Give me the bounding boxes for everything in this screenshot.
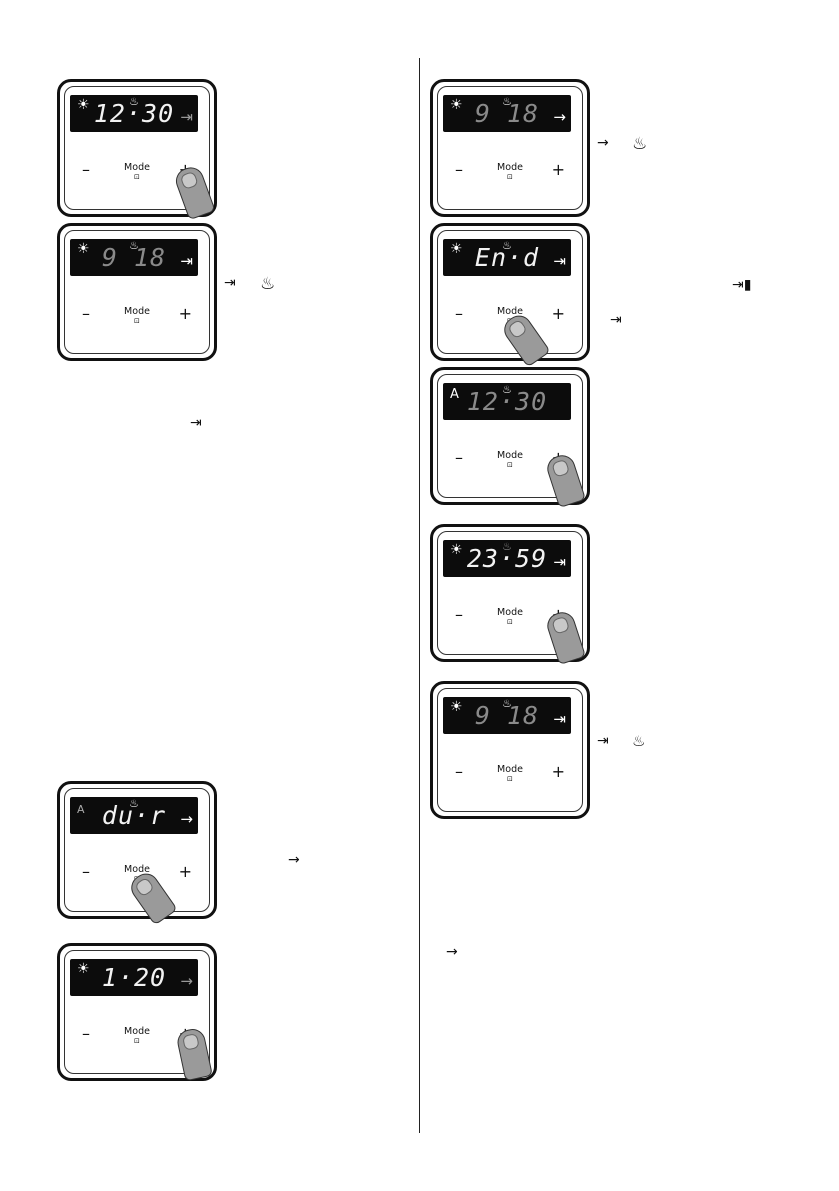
plus-button[interactable]: + [551, 304, 565, 323]
minus-button[interactable]: – [455, 762, 463, 781]
end-arrow-icon: ⇥ [180, 108, 193, 126]
heat-icon: ♨ [129, 239, 139, 252]
end-arrow-icon: ⇥ [610, 312, 622, 328]
duration-arrow-icon: → [180, 810, 193, 828]
end-arrow-icon: ⇥ [224, 275, 236, 291]
plus-button[interactable]: + [178, 862, 192, 881]
plus-button[interactable]: + [551, 160, 565, 179]
end-arrow-icon: ⇥ [553, 710, 566, 728]
heat-icon: ♨ [502, 239, 512, 252]
mode-button[interactable]: Mode⊡ [497, 450, 523, 469]
minus-button[interactable]: – [455, 605, 463, 624]
display-digits: 23·59 [466, 544, 548, 573]
heat-icon: ♨ [632, 134, 648, 154]
indicator-left: ☀ [77, 97, 90, 113]
minus-button[interactable]: – [455, 160, 463, 179]
indicator-left: ☀ [450, 542, 463, 558]
display-digits: 1·20 [101, 963, 167, 992]
display-digits: En·d [474, 243, 540, 272]
display-digits: 12·30 [93, 99, 175, 128]
lcd-display: ☀ ♨ 12·30 ⇥ [70, 95, 198, 132]
control-panel-5: ☀ ♨ 9 18 → – Mode⊡ + [430, 79, 590, 217]
minus-button[interactable]: – [455, 448, 463, 467]
minus-button[interactable]: – [455, 304, 463, 323]
lcd-display: A ♨ 12·30 [443, 383, 571, 420]
display-digits: 12·30 [466, 387, 548, 416]
heat-icon: ♨ [502, 697, 512, 710]
lcd-display: ☀ ♨ 9 18 ⇥ [443, 697, 571, 734]
mode-button[interactable]: Mode⊡ [124, 306, 150, 325]
heat-icon: ♨ [632, 732, 646, 750]
plus-button[interactable]: + [178, 304, 192, 323]
indicator-left: ☀ [450, 699, 463, 715]
control-panel-4: ☀ 1·20 → – Mode⊡ + [57, 943, 217, 1082]
mode-button[interactable]: Mode⊡ [497, 162, 523, 181]
heat-icon: ♨ [502, 540, 512, 553]
minus-button[interactable]: – [82, 862, 90, 881]
duration-arrow-icon: → [180, 972, 193, 990]
display-digits: 9 18 [101, 243, 167, 272]
control-panel-7: A ♨ 12·30 – Mode⊡ + [430, 367, 590, 509]
minus-button[interactable]: – [82, 160, 90, 179]
duration-arrow-icon: → [597, 135, 609, 151]
duration-arrow-icon: → [288, 852, 300, 868]
mode-button[interactable]: Mode⊡ [124, 1026, 150, 1045]
lcd-display: ☀ ♨ En·d ⇥ [443, 239, 571, 276]
mode-button[interactable]: Mode⊡ [497, 764, 523, 783]
duration-arrow-icon: → [446, 944, 458, 960]
end-arrow-icon: ⇥ [597, 733, 609, 749]
indicator-left: ☀ [450, 97, 463, 113]
control-panel-3: A ♨ du·r → – Mode⊡ + [57, 781, 217, 926]
heat-icon: ♨ [502, 383, 512, 396]
lcd-display: ☀ ♨ 23·59 ⇥ [443, 540, 571, 577]
end-arrow-icon: ⇥ [553, 553, 566, 571]
indicator-left: A [450, 387, 459, 402]
lcd-display: A ♨ du·r → [70, 797, 198, 834]
display-digits: 9 18 [474, 99, 540, 128]
end-arrow-icon: ⇥ [180, 252, 193, 270]
lcd-display: ☀ ♨ 9 18 ⇥ [70, 239, 198, 276]
control-panel-9: ☀ ♨ 9 18 ⇥ – Mode⊡ + [430, 681, 590, 819]
end-arrow-icon: ⇥ [553, 252, 566, 270]
end-stop-icon: ⇥▮ [732, 277, 752, 293]
lcd-display: ☀ 1·20 → [70, 959, 198, 996]
display-digits: 9 18 [474, 701, 540, 730]
minus-button[interactable]: – [82, 304, 90, 323]
indicator-left: ☀ [450, 241, 463, 257]
lcd-display: ☀ ♨ 9 18 → [443, 95, 571, 132]
duration-arrow-icon: → [553, 108, 566, 126]
end-arrow-icon: ⇥ [190, 415, 202, 431]
heat-icon: ♨ [260, 274, 276, 294]
indicator-left: A [77, 803, 85, 816]
heat-icon: ♨ [129, 797, 139, 810]
mode-button[interactable]: Mode⊡ [124, 162, 150, 181]
display-digits: du·r [101, 801, 167, 830]
control-panel-1: ☀ ♨ 12·30 ⇥ – Mode⊡ + [57, 79, 217, 221]
heat-icon: ♨ [502, 95, 512, 108]
heat-icon: ♨ [129, 95, 139, 108]
control-panel-6: ☀ ♨ En·d ⇥ – Mode⊡ + [430, 223, 590, 368]
minus-button[interactable]: – [82, 1024, 90, 1043]
column-divider [419, 58, 420, 1133]
plus-button[interactable]: + [551, 762, 565, 781]
indicator-left: ☀ [77, 241, 90, 257]
control-panel-2: ☀ ♨ 9 18 ⇥ – Mode⊡ + [57, 223, 217, 361]
control-panel-8: ☀ ♨ 23·59 ⇥ – Mode⊡ + [430, 524, 590, 666]
indicator-left: ☀ [77, 961, 90, 977]
mode-button[interactable]: Mode⊡ [497, 607, 523, 626]
